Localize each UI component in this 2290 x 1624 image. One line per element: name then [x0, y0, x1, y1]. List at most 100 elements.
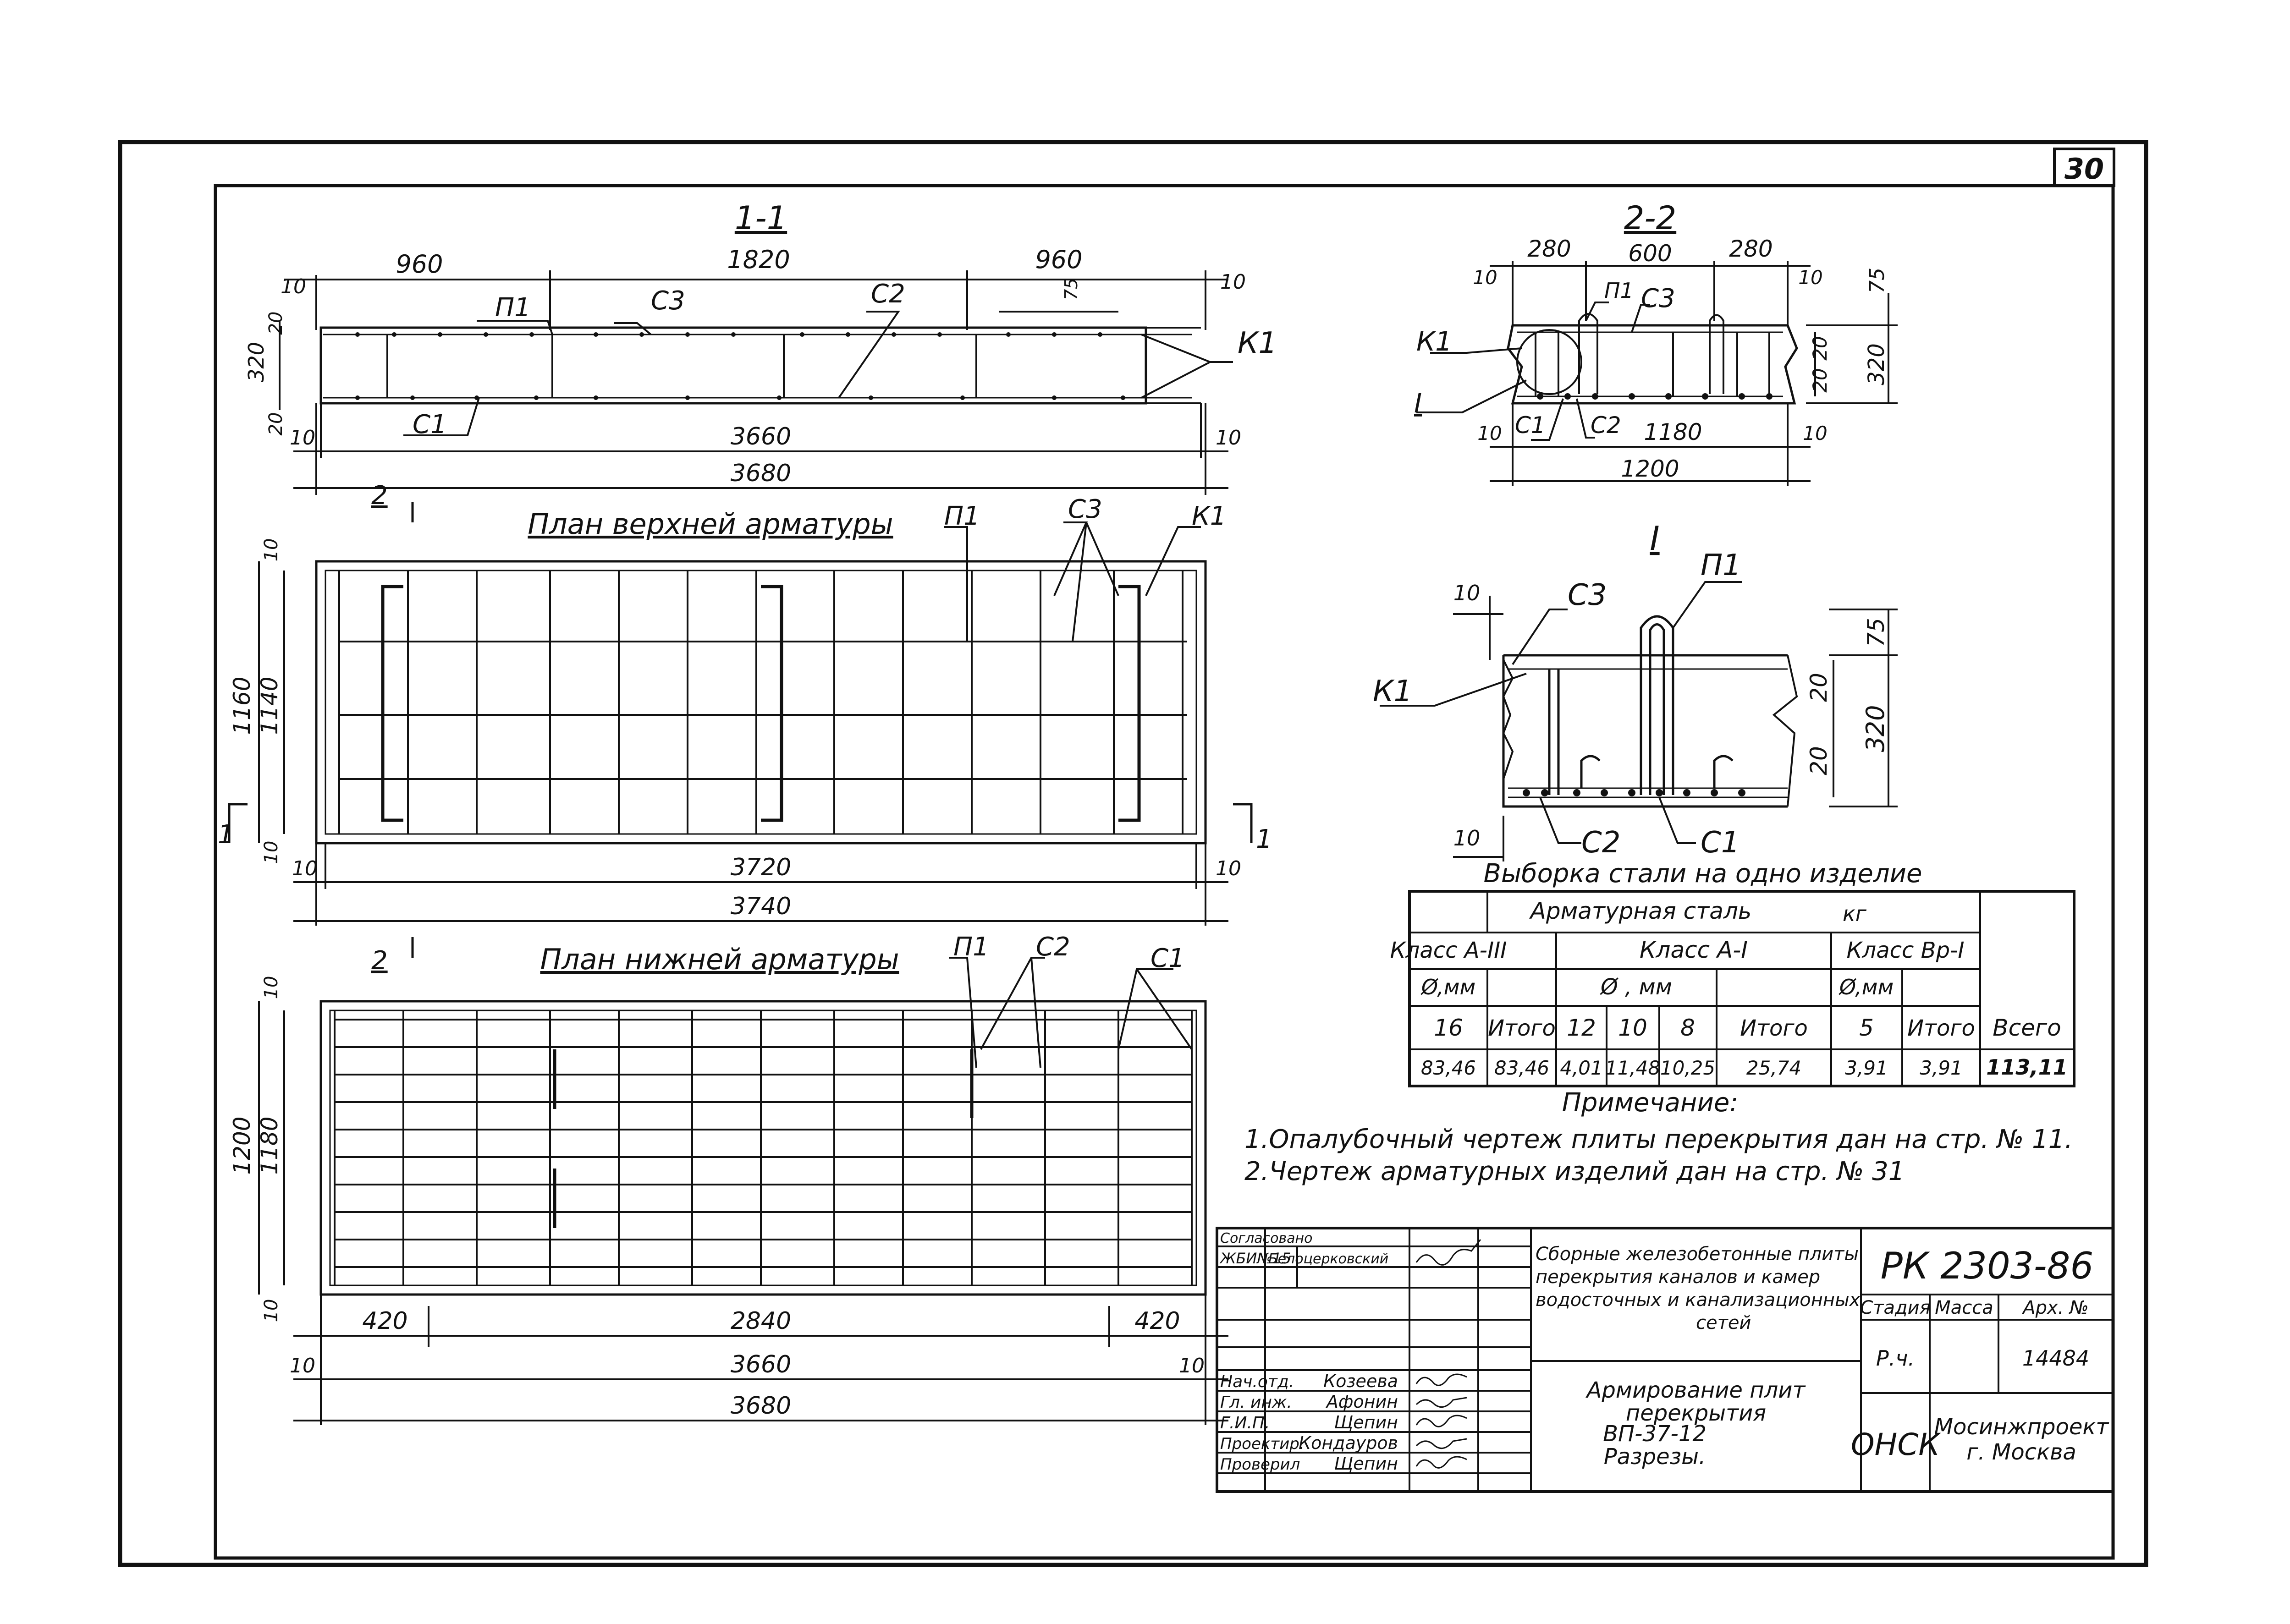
plan-top-dim-10-br: 10	[1216, 857, 1241, 880]
plan-top-dim-1140: 1140	[256, 676, 283, 735]
tb-project-title: Сборные железобетонные плиты перекрытия …	[1536, 1244, 1866, 1333]
cut-mark-2-top: 2	[371, 481, 388, 510]
detail-dim-10-bottom: 10	[1453, 826, 1481, 850]
tb-sheet-title-2: ВП-37-12	[1603, 1421, 1706, 1447]
tb-name-4: Щепин	[1334, 1454, 1398, 1474]
table-col-total-3: Итого	[1907, 1015, 1975, 1041]
plan-bottom-label-c1: С1	[1151, 944, 1185, 973]
section-1-1-title: 1-1	[735, 199, 787, 237]
plan-top-label-p1: П1	[944, 501, 980, 531]
section-2-2-title: 2-2	[1624, 199, 1676, 237]
tb-role-4: Проверил	[1220, 1455, 1300, 1474]
tb-name-0: Козеева	[1323, 1371, 1398, 1391]
tb-arch-label: Арх. №	[2021, 1297, 2088, 1318]
s2-dim-280-left: 280	[1527, 236, 1571, 262]
tb-agreed-person: Белоцерковский	[1268, 1251, 1388, 1267]
s2-dim-75: 75	[1866, 268, 1889, 293]
tb-sheet-title-3: Разрезы.	[1604, 1444, 1706, 1470]
section-1-1: 1-1 960 1820 960 10 10	[244, 199, 1277, 495]
tb-role-1: Гл. инж.	[1220, 1393, 1292, 1412]
plan-top-dim-10-a: 10	[261, 538, 282, 562]
plan-bottom-dim-1200: 1200	[229, 1116, 255, 1174]
table-val-d8: 10,25	[1660, 1057, 1715, 1079]
table-class-bp1: Класс Bp-I	[1846, 938, 1964, 963]
s2-dim-280-right: 280	[1729, 236, 1773, 262]
plan-bottom-dim-10-a: 10	[261, 976, 282, 999]
steel-table: Выборка стали на одно изделие Арматурная…	[1390, 859, 2075, 1087]
tb-sheet-title-1: перекрытия	[1626, 1400, 1766, 1426]
sheet-number-box	[2053, 148, 2115, 187]
plan-bottom-dim-420-left: 420	[362, 1307, 407, 1335]
sheet-number: 30	[2064, 152, 2104, 186]
dim-75: 75	[1061, 278, 1081, 300]
dim-320: 320	[244, 342, 269, 382]
s2-dim-10-br: 10	[1803, 422, 1827, 444]
plan-bottom-dim-10-bl: 10	[290, 1354, 315, 1377]
tb-org: ЖБИ№15	[1219, 1250, 1291, 1267]
detail-label-c2: С2	[1581, 826, 1620, 860]
table-col-d5: 5	[1859, 1015, 1874, 1041]
table-val-d12: 4,01	[1560, 1057, 1603, 1079]
dim-10-bl: 10	[290, 426, 315, 450]
detail-dim-20-b: 20	[1806, 746, 1832, 775]
plan-bottom-dim-2840: 2840	[731, 1307, 791, 1335]
dim-20-top: 20	[265, 312, 286, 335]
table-unit: кг	[1843, 901, 1867, 926]
dim-3680: 3680	[731, 460, 791, 487]
dim-960-right: 960	[1035, 245, 1082, 274]
tb-dept: ОНСК	[1851, 1427, 1942, 1462]
s2-dim-10-bl: 10	[1477, 422, 1502, 444]
plan-top-dim-10-b: 10	[261, 841, 282, 864]
s2-dim-20-a: 20	[1809, 336, 1831, 360]
title-block: Согласовано ЖБИ№15 Белоцерковский Нач.от…	[1216, 1227, 2114, 1493]
notes-title: Примечание:	[1562, 1088, 1738, 1118]
notes: Примечание: 1.Опалубочный чертеж плиты п…	[1244, 1088, 2073, 1186]
detail-i: I К1 С3 П1 С	[1373, 519, 1898, 861]
tb-agreed: Согласовано	[1220, 1230, 1313, 1246]
signatures	[1415, 1239, 1481, 1469]
plan-bottom-label-p1: П1	[953, 932, 989, 962]
dim-1820: 1820	[727, 245, 790, 274]
plan-bottom-dim-3660: 3660	[731, 1351, 791, 1378]
label-c1: С1	[413, 410, 447, 439]
steel-table-title: Выборка стали на одно изделие	[1483, 859, 1922, 889]
dim-20-bottom: 20	[265, 412, 286, 436]
plan-bottom-dim-420-right: 420	[1134, 1307, 1180, 1335]
detail-label-c3: С3	[1568, 578, 1607, 612]
tb-doc-code: РК 2303-86	[1881, 1245, 2094, 1287]
s2-label-k1: К1	[1416, 326, 1452, 357]
plan-bottom-dim-1180: 1180	[256, 1116, 283, 1174]
detail-label-c1: С1	[1701, 826, 1740, 860]
label-p1: П1	[495, 293, 531, 323]
tb-name-1: Афонин	[1325, 1392, 1398, 1412]
tb-role-0: Нач.отд.	[1220, 1372, 1294, 1391]
table-col-d10: 10	[1618, 1015, 1647, 1041]
table-col-d12: 12	[1567, 1015, 1596, 1041]
plan-top-label-c3: С3	[1068, 494, 1102, 524]
plan-top-title: План верхней арматуры	[528, 507, 893, 541]
plan-bottom-dim-10-b: 10	[261, 1299, 282, 1322]
detail-dim-320: 320	[1861, 705, 1890, 752]
s2-label-i: I	[1414, 388, 1422, 419]
tb-city: г. Москва	[1966, 1439, 2076, 1465]
table-val-d10: 11,48	[1605, 1057, 1660, 1079]
s2-dim-320: 320	[1864, 343, 1889, 385]
s2-dim-1200: 1200	[1621, 455, 1679, 482]
s2-label-c1: С1	[1515, 412, 1546, 439]
plan-top-dim-3720: 3720	[731, 854, 791, 881]
tb-name-3: Кондауров	[1299, 1433, 1398, 1453]
table-col-total-2: Итого	[1740, 1015, 1808, 1041]
table-header-main: Арматурная сталь	[1529, 898, 1752, 924]
plan-bottom-dim-3680: 3680	[731, 1392, 791, 1420]
s2-dim-10-tr: 10	[1798, 266, 1822, 289]
table-val-total-2: 25,74	[1746, 1057, 1801, 1079]
plan-top-dim-1160: 1160	[229, 676, 255, 735]
table-class-a3: Класс A-III	[1390, 938, 1507, 963]
section-mark-1-right: 1	[1256, 824, 1272, 854]
plan-top-dim-3740: 3740	[731, 893, 791, 920]
tb-arch-no: 14484	[2022, 1346, 2089, 1371]
table-dia-left: Ø,мм	[1420, 975, 1475, 999]
table-col-all: Всего	[1993, 1015, 2061, 1041]
detail-i-title: I	[1650, 519, 1659, 558]
tb-mass-label: Масса	[1935, 1297, 1993, 1318]
